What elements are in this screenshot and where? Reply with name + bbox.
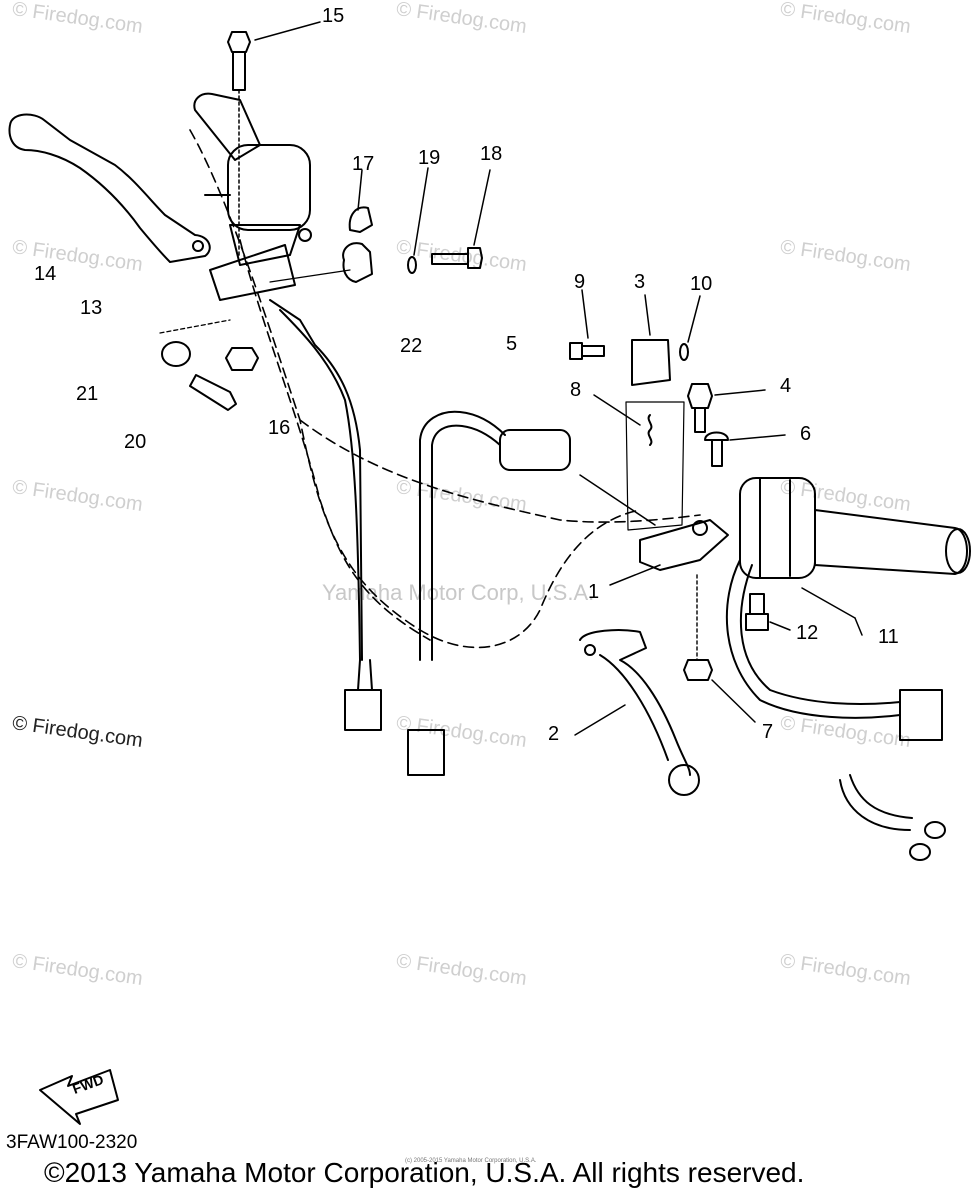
callout-3: 3: [634, 271, 646, 293]
bolt-15: [227, 21, 321, 256]
callout-12: 12: [796, 622, 819, 644]
callout-21: 21: [76, 383, 99, 405]
handlebar-tube: [189, 129, 701, 649]
bolt-4: [687, 383, 766, 433]
callout-18: 18: [480, 143, 503, 165]
callout-11: 11: [878, 626, 899, 648]
brake-bracket-1: [609, 519, 729, 586]
screw-12: [745, 593, 791, 631]
callout-10: 10: [690, 273, 713, 295]
callout-22: 22: [400, 335, 423, 357]
callout-14: 14: [34, 263, 57, 285]
copyright-notice: ©2013 Yamaha Motor Corporation, U.S.A. A…: [44, 1157, 805, 1188]
washer-10: [679, 295, 701, 361]
callout-15: 15: [322, 5, 345, 27]
clamp-3: [631, 294, 671, 386]
callout-8: 8: [570, 379, 582, 401]
callout-9: 9: [574, 271, 586, 293]
bolt-9: [569, 289, 605, 360]
fwd-arrow: [39, 1069, 119, 1125]
callout-16: 16: [268, 417, 291, 439]
diagram-code: 3FAW100-2320: [6, 1132, 138, 1153]
brake-switch-cable-5: [407, 410, 656, 776]
callout-20: 20: [124, 431, 147, 453]
brake-lever-2: [574, 629, 700, 796]
spring-8: [593, 394, 685, 531]
callout-17: 17: [352, 153, 375, 175]
callout-6: 6: [800, 423, 812, 445]
switch-wiring: [725, 559, 946, 861]
clutch-lever: [8, 113, 211, 263]
nut-16: [225, 347, 259, 371]
callout-7: 7: [762, 721, 774, 743]
nut-7: [683, 659, 756, 723]
bolt-18: [431, 169, 491, 269]
washer-19: [407, 167, 429, 274]
callout-4: 4: [780, 375, 792, 397]
switch-housing-11: [739, 477, 816, 579]
clutch-cable-22: [269, 299, 382, 731]
screw-20: [189, 374, 237, 411]
clutch-perch-housing: [193, 92, 312, 301]
callout-1: 1: [588, 581, 600, 603]
callout-2: 2: [548, 723, 560, 745]
throttle-grip: [814, 509, 971, 575]
callout-13: 13: [80, 297, 103, 319]
tiny-notice: (c) 2005-2015 Yamaha Motor Corporation, …: [405, 1158, 537, 1164]
clamp-17: [342, 169, 373, 283]
callout-5: 5: [506, 333, 518, 355]
knob-21: [161, 341, 191, 367]
callout-19: 19: [418, 147, 441, 169]
screw-6: [704, 431, 786, 467]
